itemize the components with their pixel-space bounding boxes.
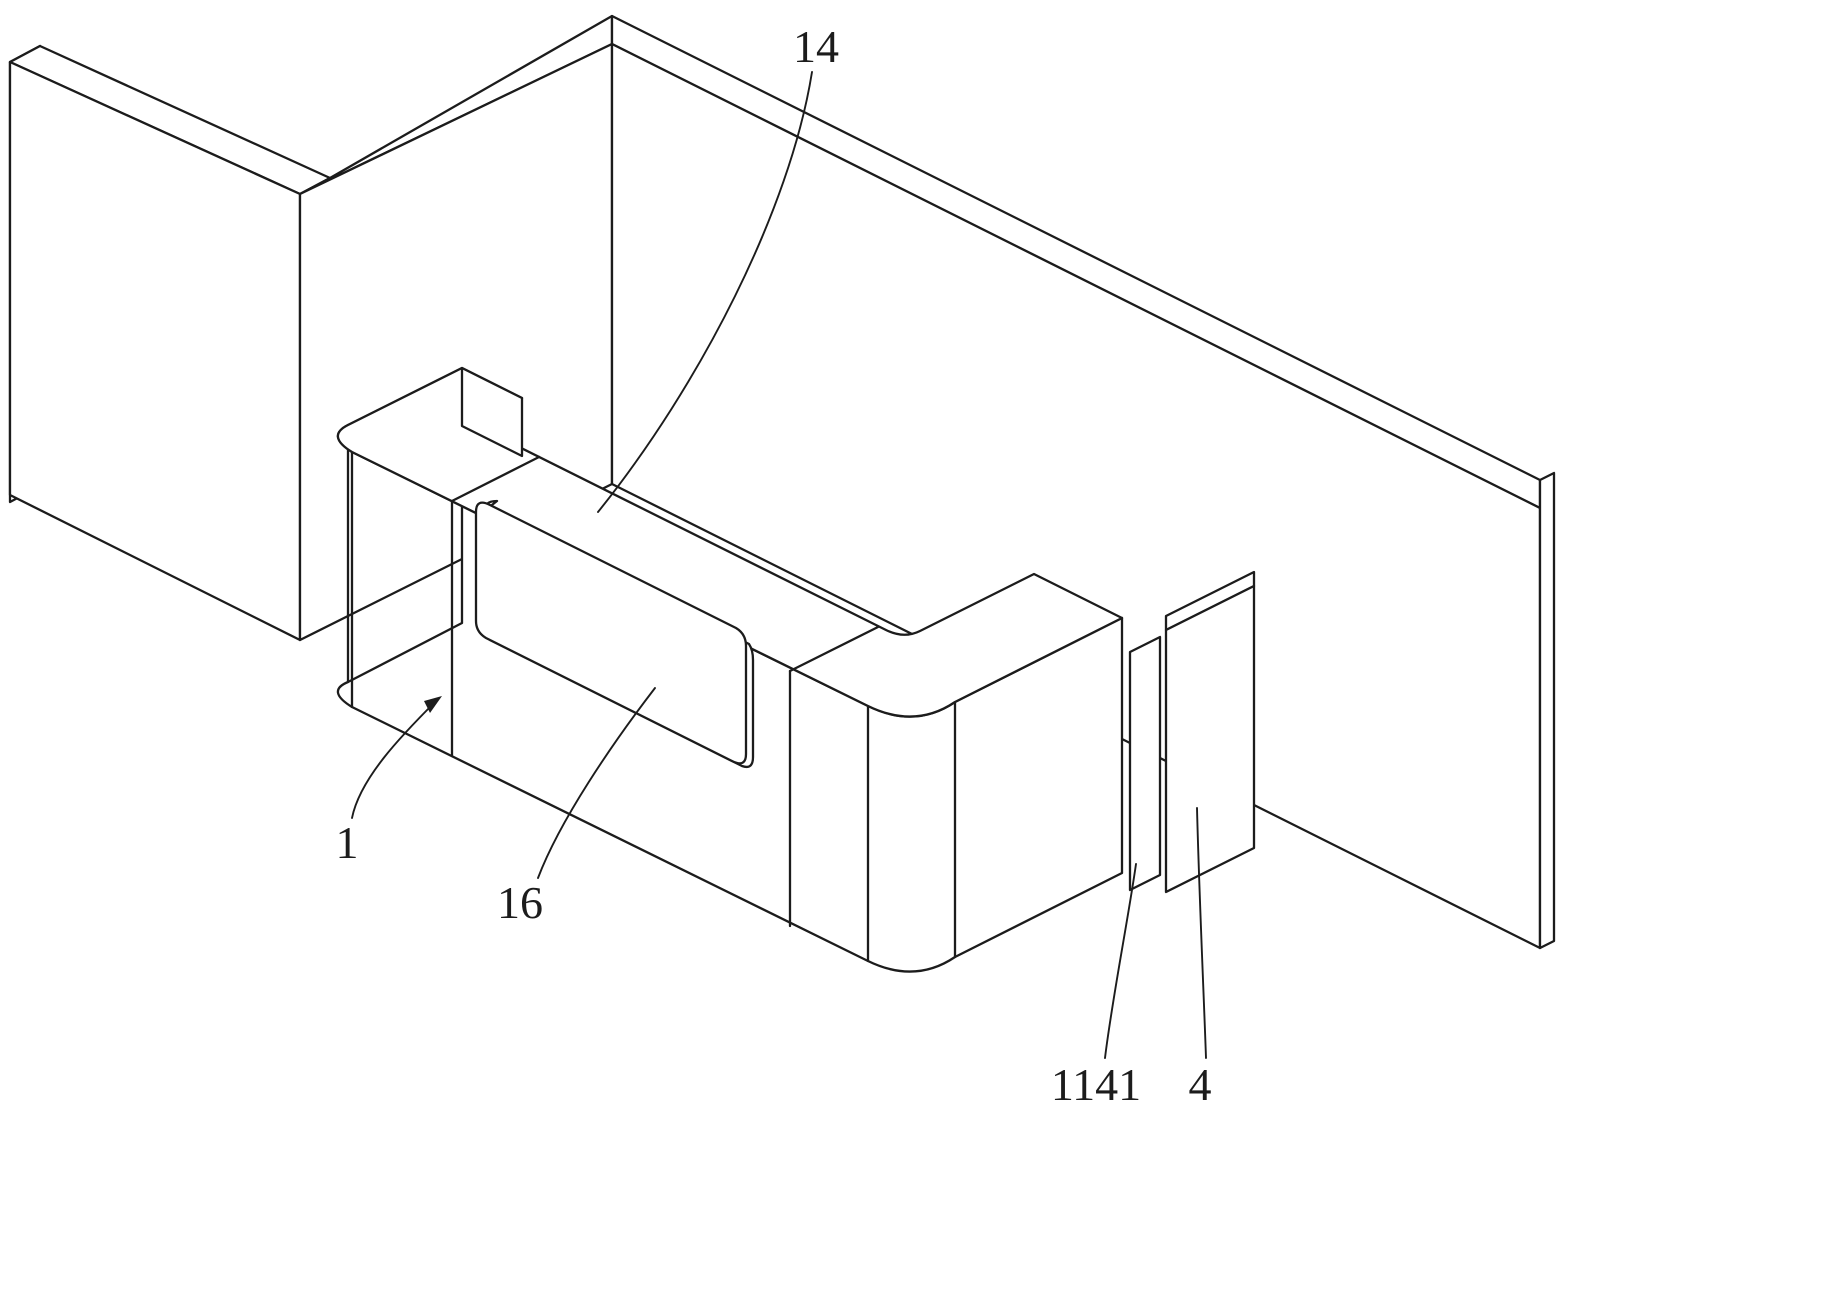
leader-1141 (1104, 863, 1137, 1059)
right-end-panel-group (1164, 570, 1256, 894)
leader-14 (597, 71, 813, 513)
back-wall-end-face (1538, 471, 1556, 950)
leader-1 (351, 700, 437, 819)
top-seam-right (788, 625, 880, 673)
label-1141: 1141 (1051, 1059, 1141, 1110)
leader-4 (1196, 807, 1207, 1059)
label-16: 16 (497, 877, 543, 928)
label-1: 1 (336, 817, 359, 868)
narrow-end-strip (1128, 635, 1162, 892)
leader-1-arrowhead (424, 696, 442, 713)
right-end-panel (1164, 584, 1256, 894)
label-4: 4 (1189, 1059, 1212, 1110)
leader-16 (537, 687, 656, 879)
label-14: 14 (793, 21, 839, 72)
reference-labels: 14 1 16 1141 4 (336, 21, 1212, 1110)
front-attached-panel (474, 501, 748, 765)
counter-left-return-end (460, 366, 524, 458)
leader-lines (351, 71, 1207, 1059)
top-seam-left (450, 455, 541, 503)
front-panel-group (474, 499, 755, 769)
